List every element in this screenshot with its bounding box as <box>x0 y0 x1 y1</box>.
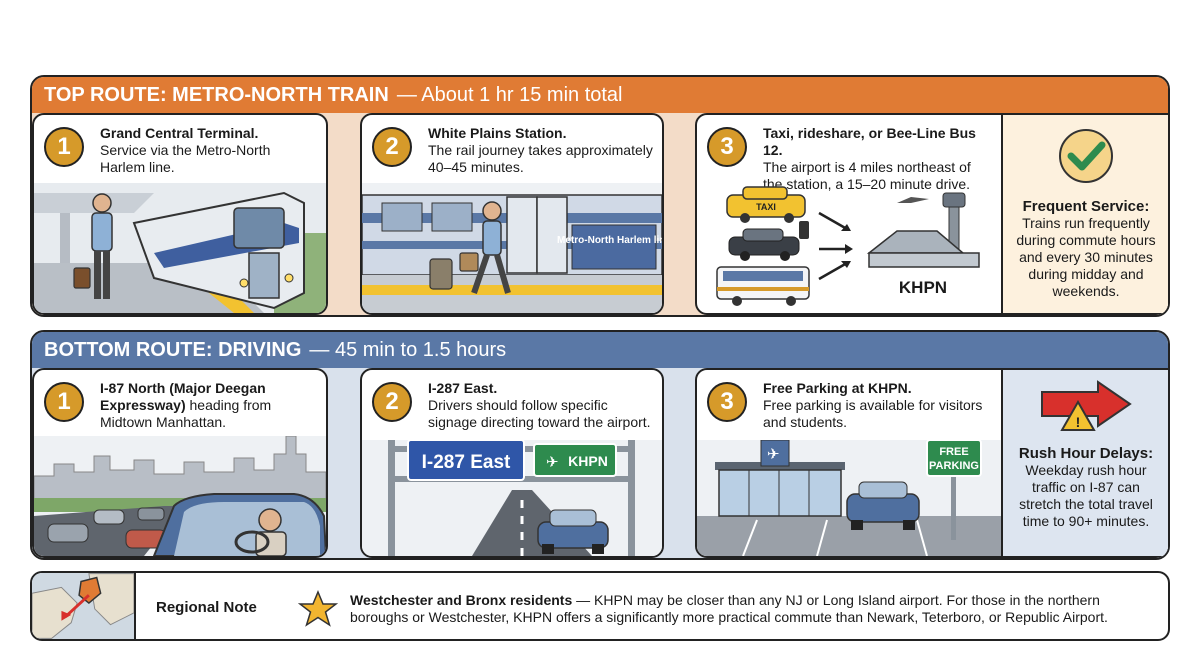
bus-icon <box>716 266 810 306</box>
warning-arrow-icon: ! <box>1041 380 1132 431</box>
top-step-1-card: 1 Grand Central Terminal. Service via th… <box>32 113 328 315</box>
svg-text:✈: ✈ <box>767 445 780 463</box>
bottom-step-1-title: I-87 North (Major Deegan Expressway) <box>100 380 266 413</box>
top-route-title: TOP ROUTE: METRO-NORTH TRAIN <box>44 83 389 106</box>
top-route-panel: TOP ROUTE: METRO-NORTH TRAIN — About 1 h… <box>30 75 1170 317</box>
phone-icon <box>799 221 809 239</box>
rush-hour-title: Rush Hour Delays: <box>1018 445 1154 462</box>
top-step-3-card: 3 Taxi, rideshare, or Bee-Line Bus 12. T… <box>695 113 1168 315</box>
car-icon <box>537 509 609 554</box>
regional-map-icon <box>32 573 136 639</box>
top-route-body: 1 Grand Central Terminal. Service via th… <box>32 113 1168 315</box>
i287-sign <box>407 440 525 481</box>
walking-person-icon <box>429 201 511 294</box>
regional-note-body: — KHPN may be closer than any NJ or Long… <box>350 592 1108 625</box>
rush-hour-body: Weekday rush hour traffic on I-87 can st… <box>1019 462 1153 529</box>
bottom-step-3-body: Free parking is available for visitors a… <box>763 397 983 430</box>
bottom-step-2-body: Drivers should follow specific signage d… <box>428 397 651 430</box>
top-step-2-body: The rail journey takes approximately 40–… <box>428 142 653 175</box>
step-number-badge: 2 <box>372 127 412 167</box>
bottom-step-3-title: Free Parking at KHPN. <box>763 380 912 396</box>
airport-code-label: KHPN <box>899 278 947 297</box>
frequent-service-body: Trains run frequently during commute hou… <box>1016 215 1156 299</box>
checkmark-badge-icon <box>1059 129 1113 183</box>
bottom-step-1-card: 1 I-87 North (Major Deegan Expressway) h… <box>32 368 328 558</box>
parking-lot-illustration: ✈ FREE PARKING <box>697 440 1001 556</box>
i287-sign-text: I-287 East <box>422 452 511 473</box>
highway-signage-illustration: I-287 East ✈ KHPN <box>362 440 662 556</box>
top-route-header: TOP ROUTE: METRO-NORTH TRAIN — About 1 h… <box>32 77 1168 113</box>
taxi-sign: TAXI <box>756 202 776 212</box>
bottom-step-2-title: I-287 East. <box>428 380 498 396</box>
bottom-route-panel: BOTTOM ROUTE: DRIVING — 45 min to 1.5 ho… <box>30 330 1170 560</box>
svg-text:!: ! <box>1076 414 1081 430</box>
step-number-badge: 1 <box>44 382 84 422</box>
khpn-sign-text: KHPN <box>568 453 608 469</box>
car-icon <box>846 481 920 530</box>
bottom-route-title: BOTTOM ROUTE: DRIVING <box>44 338 302 361</box>
train-side-label: Metro-North Harlem line <box>557 235 662 246</box>
taxi-icon: TAXI <box>726 186 806 223</box>
top-step-1-body: Service via the Metro-North Harlem line. <box>100 142 271 175</box>
top-step-1-text: Grand Central Terminal. Service via the … <box>100 125 318 176</box>
regional-note-text: Westchester and Bronx residents — KHPN m… <box>350 592 1148 626</box>
airplane-icon: ✈ <box>546 453 559 471</box>
regional-note-label: Regional Note <box>156 599 257 616</box>
traffic-cars-icon <box>47 507 167 549</box>
driver-car-icon <box>152 493 326 556</box>
bottom-step-3-card: 3 Free Parking at KHPN. Free parking is … <box>695 368 1168 558</box>
frequent-service-title: Frequent Service: <box>1022 198 1150 215</box>
rush-hour-callout: ! Rush Hour Delays: Weekday rush hour tr… <box>1001 370 1168 556</box>
regional-note-bold: Westchester and Bronx residents <box>350 592 573 608</box>
top-step-2-text: White Plains Station. The rail journey t… <box>428 125 654 176</box>
frequent-service-callout: Frequent Service: Trains run frequently … <box>1001 115 1168 313</box>
top-route-subtitle: — About 1 hr 15 min total <box>396 83 623 106</box>
step-number-badge: 1 <box>44 127 84 167</box>
ground-transport-illustration: TAXI <box>716 186 980 306</box>
top-step-3-title: Taxi, rideshare, or Bee-Line Bus 12. <box>763 125 976 158</box>
khpn-sign <box>533 443 617 477</box>
car-icon <box>728 228 800 261</box>
bottom-step-1-body: heading from Midtown Manhattan. <box>100 397 272 430</box>
airport-terminal-icon <box>866 192 980 268</box>
regional-note-panel: Regional Note Westchester and Bronx resi… <box>30 571 1170 641</box>
step-number-badge: 2 <box>372 382 412 422</box>
top-step-2-title: White Plains Station. <box>428 125 567 141</box>
bottom-route-subtitle: — 45 min to 1.5 hours <box>309 338 507 361</box>
station-illustration: Metro-North Harlem line <box>362 183 662 313</box>
traveler-person-icon <box>73 193 113 299</box>
expressway-illustration <box>34 436 326 556</box>
terminal-building-icon: ✈ <box>715 440 845 517</box>
bottom-step-2-text: I-287 East. Drivers should follow specif… <box>428 380 654 431</box>
top-step-1-title: Grand Central Terminal. <box>100 125 259 141</box>
train-platform-illustration <box>34 183 326 313</box>
step-number-badge: 3 <box>707 127 747 167</box>
step-number-badge: 3 <box>707 382 747 422</box>
top-step-2-card: 2 White Plains Station. The rail journey… <box>360 113 664 315</box>
parking-sign-line-2: PARKING <box>929 460 979 472</box>
star-icon <box>298 590 338 627</box>
bottom-route-body: 1 I-87 North (Major Deegan Expressway) h… <box>32 368 1168 558</box>
bottom-step-2-card: 2 I-287 East. Drivers should follow spec… <box>360 368 664 558</box>
bottom-route-header: BOTTOM ROUTE: DRIVING — 45 min to 1.5 ho… <box>32 332 1168 368</box>
top-step-3-body: The airport is 4 miles northeast of the … <box>763 159 971 192</box>
free-parking-sign <box>926 440 982 477</box>
train-icon <box>132 191 305 310</box>
top-step-3-text: Taxi, rideshare, or Bee-Line Bus 12. The… <box>763 125 993 193</box>
parking-sign-line-1: FREE <box>939 446 968 458</box>
bottom-step-3-text: Free Parking at KHPN. Free parking is av… <box>763 380 993 431</box>
bottom-step-1-text: I-87 North (Major Deegan Expressway) hea… <box>100 380 318 431</box>
